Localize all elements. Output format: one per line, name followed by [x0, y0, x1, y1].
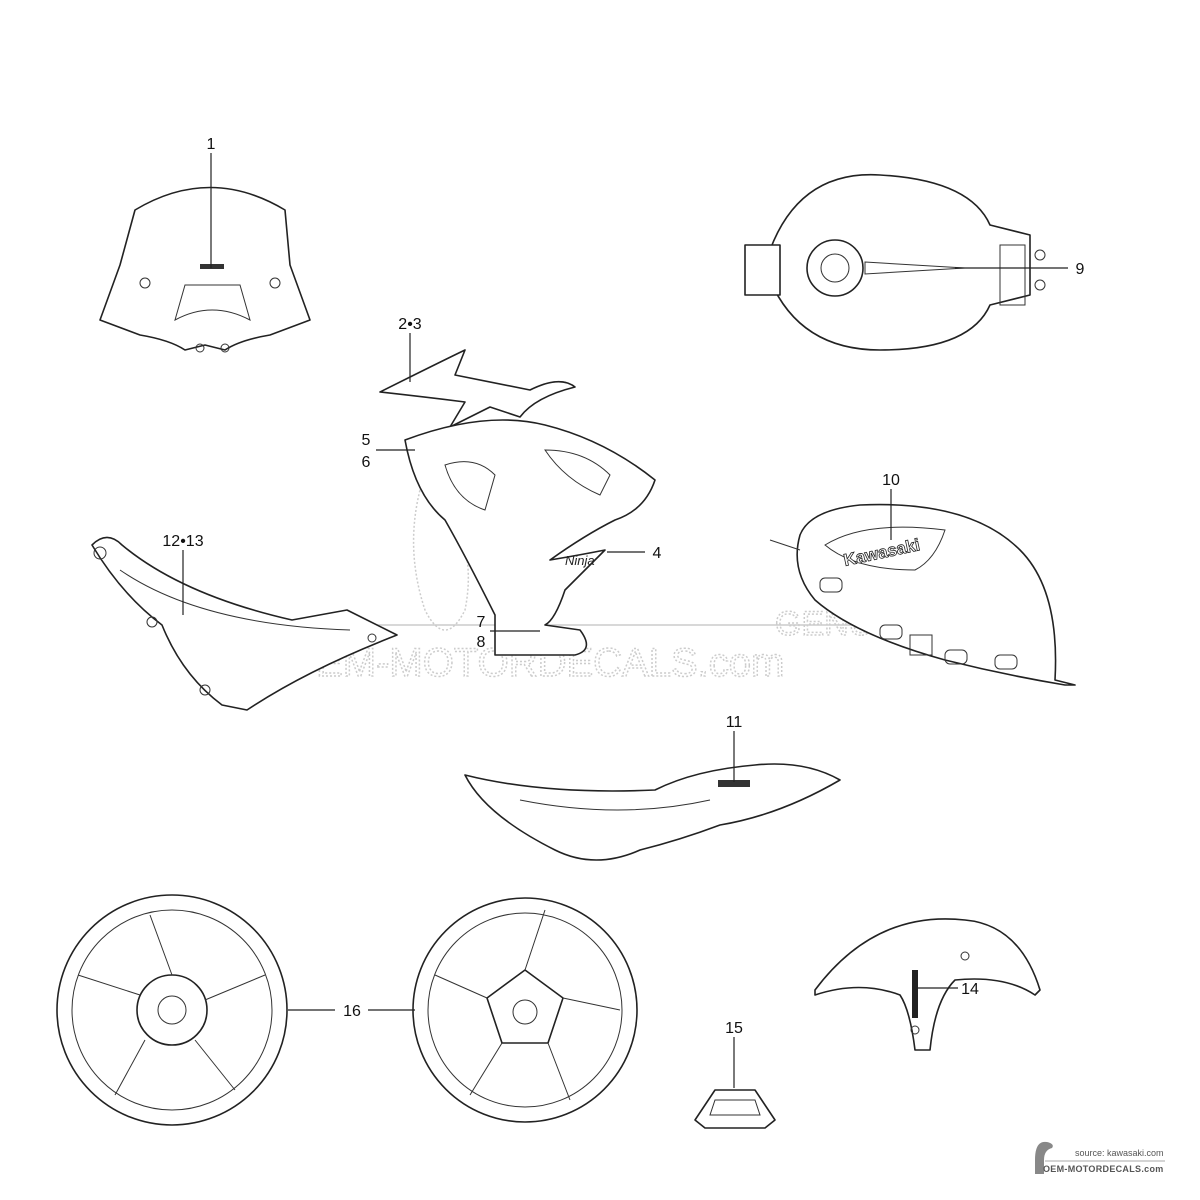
footer-brand: OEM-MOTORDECALS.com — [1043, 1164, 1164, 1174]
footer-source: source: kawasaki.com — [1075, 1148, 1164, 1158]
part-tank-top[interactable] — [744, 173, 1046, 351]
cowl-ninja-decal: Ninja — [565, 553, 595, 568]
footer-bird-logo — [1035, 1141, 1165, 1174]
part-clip[interactable] — [694, 1089, 776, 1129]
callout-14: 14 — [961, 981, 979, 998]
callout-11: 11 — [726, 714, 743, 731]
part-rear-wheel[interactable] — [56, 894, 288, 1126]
part-front-fender[interactable] — [814, 918, 1041, 1051]
callout-12-13: 12•13 — [162, 533, 203, 550]
callout-7: 7 — [477, 614, 486, 631]
watermark-bird-logo — [412, 466, 482, 631]
callout-4: 4 — [653, 545, 662, 562]
leader-lines — [182, 153, 1068, 1088]
part-tank-side[interactable]: Kawasaki — [769, 503, 1076, 686]
part-windscreen[interactable] — [99, 186, 311, 353]
callout-1: 1 — [207, 136, 216, 153]
callout-2-3: 2•3 — [398, 316, 422, 333]
callout-9: 9 — [1076, 261, 1085, 278]
callout-10: 10 — [882, 472, 900, 489]
part-rear-side-cover[interactable] — [91, 536, 398, 711]
callout-15: 15 — [725, 1020, 743, 1037]
part-tail-cowl[interactable] — [464, 763, 841, 861]
callout-5: 5 — [362, 432, 371, 449]
part-front-wheel[interactable] — [412, 897, 638, 1123]
callouts: 1 2•3 5 6 4 7 8 9 10 11 12•13 14 15 16 — [162, 136, 1084, 1037]
callout-16: 16 — [343, 1003, 361, 1020]
callout-8: 8 — [477, 634, 486, 651]
callout-6: 6 — [362, 454, 371, 471]
part-side-cowl[interactable]: Ninja — [379, 349, 656, 656]
